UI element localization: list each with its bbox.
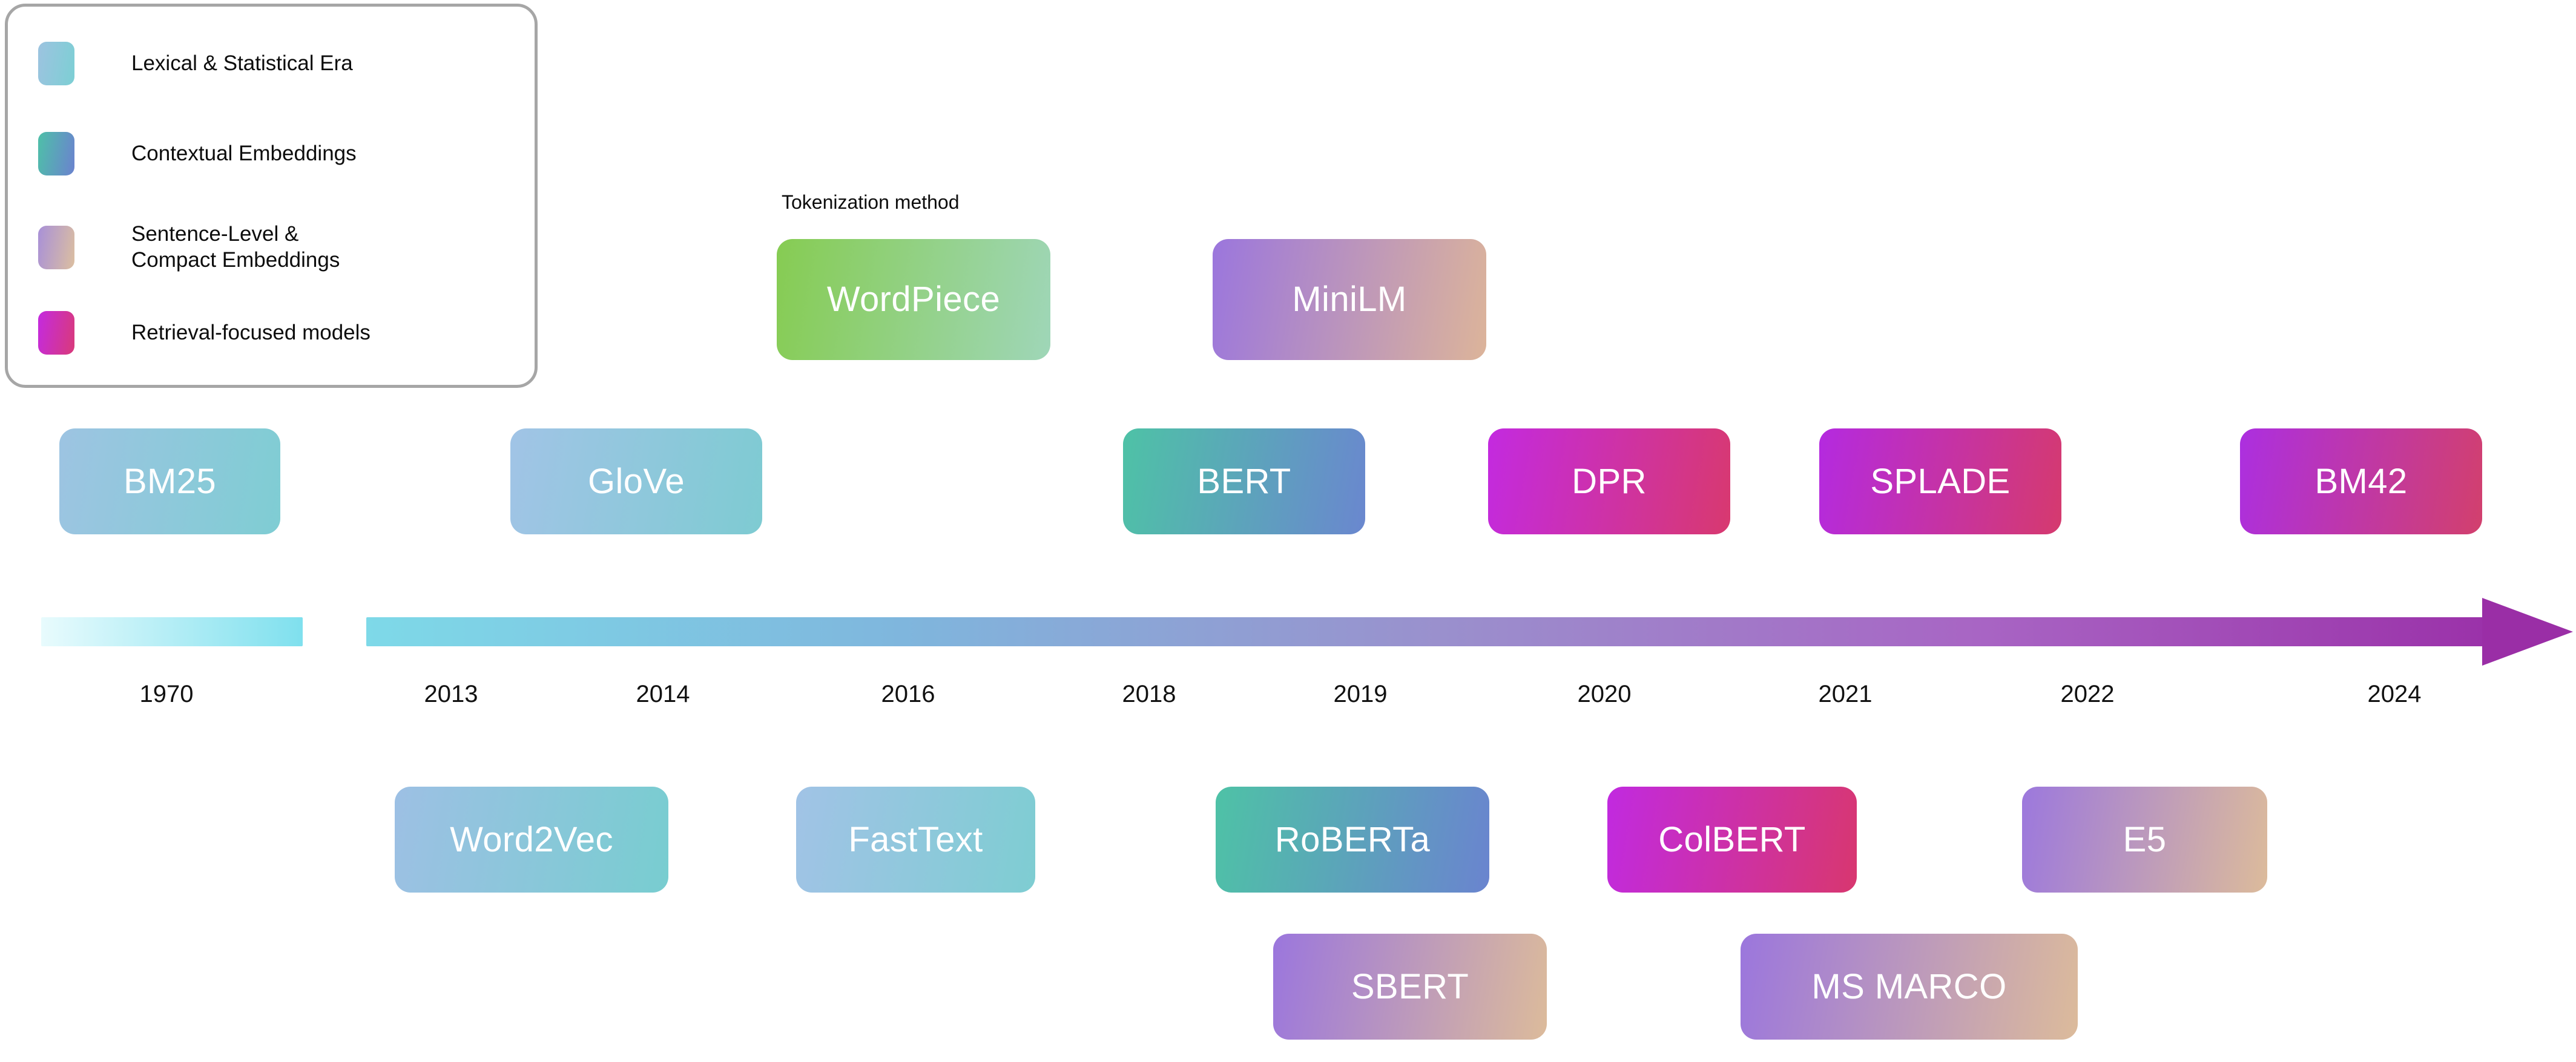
year-label-2019: 2019 [1333, 681, 1388, 707]
year-label-2013: 2013 [424, 681, 478, 707]
year-label-2021: 2021 [1818, 681, 1873, 707]
timeline-axis-shaft [366, 617, 2514, 646]
legend-label-contextual: Contextual Embeddings [131, 141, 357, 165]
year-label-1970: 1970 [139, 681, 194, 707]
model-chip-dpr[interactable]: DPR [1488, 428, 1730, 534]
legend-item-sentence-level: Sentence-Level & Compact Embeddings [38, 221, 340, 273]
legend-label-sentence-level: Sentence-Level & Compact Embeddings [131, 222, 340, 272]
model-chip-bm42[interactable]: BM42 [2240, 428, 2482, 534]
timeline-arrow-head [2482, 598, 2573, 666]
legend-item-lexical: Lexical & Statistical Era [38, 42, 353, 85]
model-chip-colbert[interactable]: ColBERT [1607, 787, 1857, 893]
year-label-2016: 2016 [881, 681, 935, 707]
model-chip-label-bm42: BM42 [2314, 461, 2408, 501]
model-chip-splade[interactable]: SPLADE [1819, 428, 2061, 534]
year-label-2020: 2020 [1577, 681, 1632, 707]
legend-swatch-contextual [38, 132, 74, 175]
legend-swatch-sentence-level [38, 225, 74, 269]
model-chip-label-e5: E5 [2123, 819, 2167, 859]
timeline-axis-stub [41, 617, 303, 646]
model-chip-label-word2vec: Word2Vec [450, 819, 613, 859]
model-chip-label-roberta: RoBERTa [1274, 819, 1431, 859]
year-label-2014: 2014 [636, 681, 690, 707]
model-chip-minilm[interactable]: MiniLM [1213, 239, 1486, 360]
model-chip-fasttext[interactable]: FastText [796, 787, 1035, 893]
legend-item-retrieval: Retrieval-focused models [38, 311, 371, 355]
model-chip-word2vec[interactable]: Word2Vec [395, 787, 668, 893]
legend-panel: Lexical & Statistical Era Contextual Emb… [5, 4, 538, 388]
year-label-2024: 2024 [2367, 681, 2422, 707]
year-label-2018: 2018 [1122, 681, 1176, 707]
model-chip-sbert[interactable]: SBERT [1273, 934, 1547, 1040]
legend-swatch-retrieval [38, 311, 74, 355]
model-chip-e5[interactable]: E5 [2022, 787, 2267, 893]
annotation-tokenization-method: Tokenization method [782, 191, 960, 213]
model-chip-wordpiece[interactable]: WordPiece [777, 239, 1050, 360]
model-chip-bm25[interactable]: BM25 [59, 428, 280, 534]
year-label-2022: 2022 [2060, 681, 2115, 707]
legend-item-contextual: Contextual Embeddings [38, 132, 357, 175]
legend-label-lexical: Lexical & Statistical Era [131, 51, 353, 75]
model-chip-msmarco[interactable]: MS MARCO [1741, 934, 2078, 1040]
model-chip-label-minilm: MiniLM [1292, 280, 1407, 319]
model-chip-label-colbert: ColBERT [1658, 819, 1806, 859]
model-chip-label-splade: SPLADE [1870, 461, 2011, 501]
model-chip-label-sbert: SBERT [1351, 966, 1469, 1006]
model-chip-label-dpr: DPR [1572, 461, 1647, 501]
model-chip-bert[interactable]: BERT [1123, 428, 1365, 534]
model-chip-label-wordpiece: WordPiece [826, 280, 1001, 319]
model-chip-label-msmarco: MS MARCO [1811, 966, 2007, 1006]
legend-swatch-lexical [38, 42, 74, 85]
model-chip-roberta[interactable]: RoBERTa [1216, 787, 1489, 893]
model-chip-label-bert: BERT [1197, 461, 1291, 501]
model-chip-label-bm25: BM25 [123, 461, 217, 501]
model-chip-glove[interactable]: GloVe [510, 428, 762, 534]
model-chip-label-fasttext: FastText [848, 819, 983, 859]
model-chip-label-glove: GloVe [588, 461, 685, 501]
legend-label-retrieval: Retrieval-focused models [131, 320, 371, 344]
